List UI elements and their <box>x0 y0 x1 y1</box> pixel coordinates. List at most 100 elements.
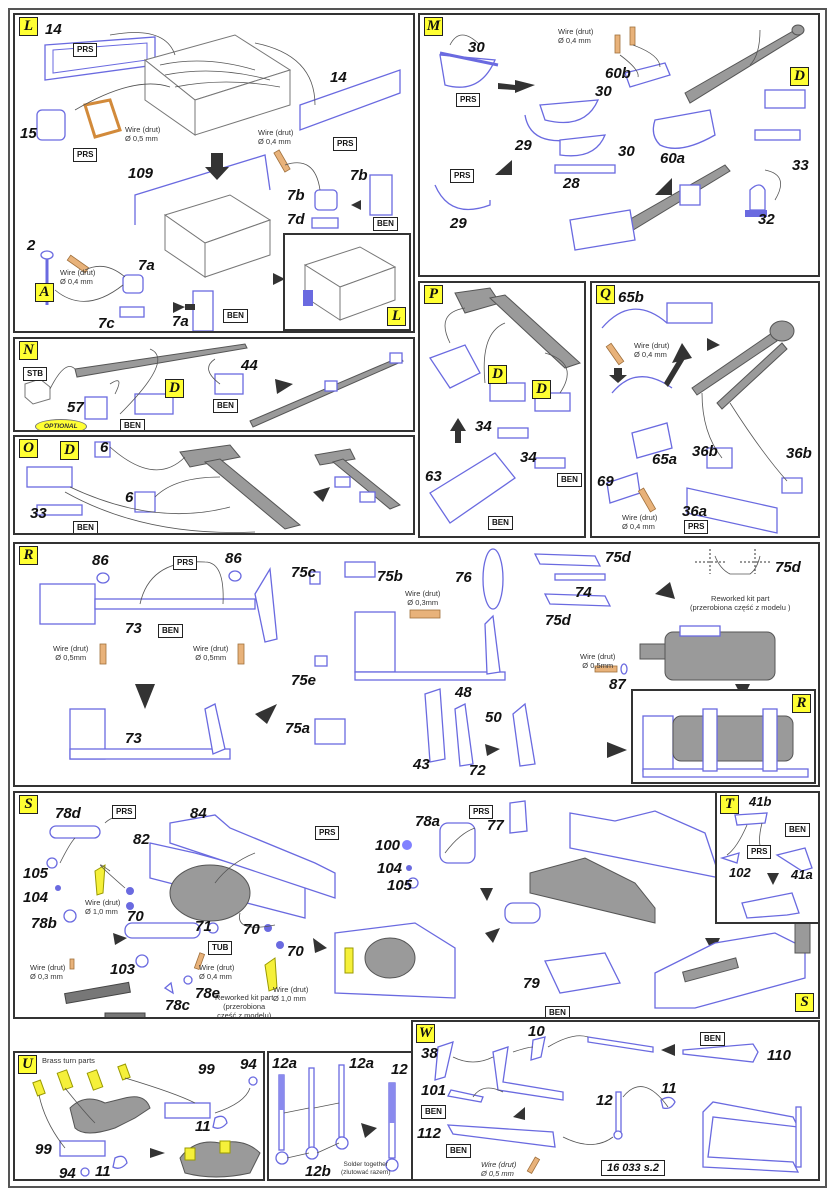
part-number: 110 <box>767 1047 791 1064</box>
part-number: 7a <box>138 257 155 274</box>
part-71-assembly <box>124 922 219 939</box>
part-number: 36b <box>692 443 718 460</box>
part-60a-blade <box>652 109 716 149</box>
brass-turn-parts-caption: Brass turn parts <box>42 1056 95 1065</box>
wire-spec: Wire (drut)Ø 0,5mm <box>53 644 89 662</box>
part-96-tube <box>104 1012 146 1017</box>
part-number: 87 <box>609 676 626 693</box>
shovel-assembled <box>569 164 731 251</box>
part-number: 6 <box>125 489 134 506</box>
part-number: 105 <box>23 865 49 882</box>
part-number: 60b <box>605 65 631 82</box>
part-number: 86 <box>225 550 242 567</box>
part-79-cover <box>544 952 621 994</box>
right-arrow-icon <box>498 80 535 93</box>
down-arrow-icon <box>205 153 229 180</box>
part-number: 30 <box>595 83 612 100</box>
part-number: 12b <box>305 1163 331 1180</box>
part-29-shield <box>434 184 491 211</box>
section-badge-T: T <box>720 795 739 814</box>
part-number: 11 <box>661 1080 677 1097</box>
part-number: 104 <box>23 889 49 906</box>
tag-ben: BEN <box>421 1105 446 1119</box>
part-30-shield <box>439 51 499 88</box>
part-75a <box>314 718 346 745</box>
section-badge-S: S <box>795 993 814 1012</box>
panel-W: W 38 10 110 101 11 12 112 BEN BEN BEN Wi… <box>411 1020 820 1181</box>
down-arrow-icon <box>480 888 493 901</box>
part-number: 33 <box>792 157 809 174</box>
part-number: 30 <box>468 39 485 56</box>
tag-ben: BEN <box>223 309 248 323</box>
part-12b-rod <box>305 1067 319 1160</box>
part-number: 12a <box>349 1055 375 1072</box>
part-number: 12a <box>272 1055 298 1072</box>
panel-M-artwork <box>434 24 806 251</box>
part-number: 6 <box>100 439 109 456</box>
axe-cover <box>429 344 481 389</box>
section-badge-L: L <box>387 307 406 326</box>
section-badge-P: P <box>424 285 443 304</box>
part-number: 7b <box>350 167 368 184</box>
part-number: 48 <box>455 684 472 701</box>
section-badge-N: N <box>19 341 38 360</box>
reference-badge-D: D <box>488 365 507 384</box>
section-badge-R: R <box>792 694 811 713</box>
part-number: 73 <box>125 730 142 747</box>
part-number: 102 <box>729 865 751 880</box>
down-right-arrow-icon <box>707 338 720 351</box>
axe <box>454 287 581 369</box>
part-86-knob <box>228 570 242 582</box>
panel-solder-artwork <box>275 1064 399 1172</box>
part-number: 34 <box>520 449 537 466</box>
part-number: 63 <box>425 468 442 485</box>
wire-spec: Wire (drut)Ø 0,3 mm <box>30 963 66 981</box>
part-36a-bracket <box>686 487 778 534</box>
panel-T: T 41b 102 41a BEN PRS <box>715 791 820 924</box>
part-number: 41a <box>791 867 813 882</box>
shovel-handle <box>684 24 805 104</box>
panel-Q: Q 65b 65a 69 36b 36b 36a PRS Wire (drut)… <box>590 281 820 538</box>
tag-ben: BEN <box>557 473 582 487</box>
part-102-plate <box>719 852 740 864</box>
brass-wire-icon <box>594 665 618 673</box>
wire-spec: Wire (drut)Ø 0,4 mm <box>558 27 594 45</box>
part-number: 50 <box>485 709 502 726</box>
brass-wire-icon <box>629 26 636 46</box>
wire-spec: Wire (drut)Ø 0,5mm <box>580 652 616 670</box>
panel-R-result-inset: R <box>631 689 816 784</box>
left-arrow-icon <box>661 1044 675 1056</box>
part-number: 44 <box>241 357 258 374</box>
brass-wire-icon <box>69 958 75 970</box>
wire-spec: Wire (drut)Ø 0,5 mm <box>125 125 161 143</box>
wrench-holder <box>69 1096 151 1134</box>
part-number: 7c <box>98 315 115 332</box>
part-74-bar <box>554 573 606 581</box>
right-arrow-icon <box>313 487 330 502</box>
part-number: 78c <box>165 997 191 1014</box>
part-number: 70 <box>243 921 260 938</box>
part-11-wingnut <box>660 1096 676 1110</box>
right-arrow-icon <box>485 744 500 756</box>
part-number: 69 <box>597 473 614 490</box>
part-36b-bracket <box>706 447 733 469</box>
wire-spec: Wire (drut)Ø 0,5mm <box>193 644 229 662</box>
wood-crate-assembly <box>163 194 272 278</box>
part-number: 84 <box>190 805 207 822</box>
solder-note: Solder together(zlutować razem) <box>341 1161 391 1176</box>
part-number: 101 <box>421 1082 447 1099</box>
part-number: 41b <box>749 794 772 809</box>
part-6-clip <box>134 491 156 513</box>
part-77-cover <box>509 800 528 834</box>
right-arrow-icon <box>485 928 500 943</box>
wire-spec: Wire (drut)Ø 1,0 mm <box>85 898 121 916</box>
part-number: 78d <box>55 805 81 822</box>
part-6-clip <box>94 441 111 458</box>
part-34-bracket <box>534 457 566 469</box>
wire-spec: Wire (drut)Ø 0,4 mm <box>622 513 658 531</box>
wire-spec: Wire (drut)Ø 0,4 mm <box>60 268 96 286</box>
part-72-strap <box>454 703 474 767</box>
part-number: 100 <box>375 837 401 854</box>
part-65a-cover <box>631 422 673 459</box>
part-86-knob <box>96 572 110 584</box>
